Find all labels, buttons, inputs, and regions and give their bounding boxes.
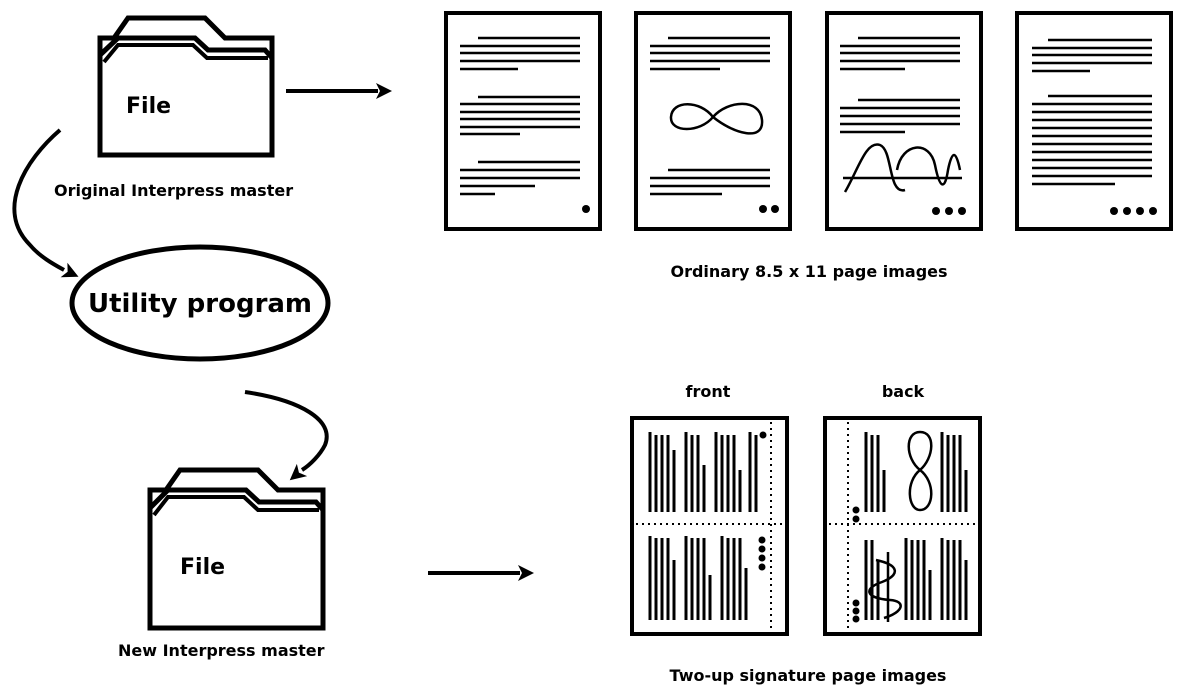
original-folder-label: File [126,94,171,119]
back-label: back [882,382,925,401]
ordinary-page-3 [825,11,983,231]
new-master-caption: New Interpress master [118,641,325,660]
new-folder-label: File [180,555,225,580]
original-master-caption: Original Interpress master [54,181,293,200]
arrow-to-ordinary-pages [286,83,392,99]
arrow-utility-to-new-master [244,390,329,487]
signature-pages-caption: Two-up signature page images [670,666,947,685]
arrow-to-signature-pages [428,565,534,581]
original-master-folder-icon [97,15,275,158]
new-master-folder-icon [147,467,326,631]
ordinary-pages-caption: Ordinary 8.5 x 11 page images [670,262,947,281]
front-label: front [686,382,731,401]
ordinary-page-2 [634,11,792,231]
ordinary-page-4 [1015,11,1173,231]
utility-program-ellipse [69,244,331,362]
utility-program-label: Utility program [88,289,312,319]
ordinary-page-1 [444,11,602,231]
signature-page-front [630,416,789,636]
arrow-original-to-utility [12,128,82,285]
signature-page-back [823,416,982,636]
